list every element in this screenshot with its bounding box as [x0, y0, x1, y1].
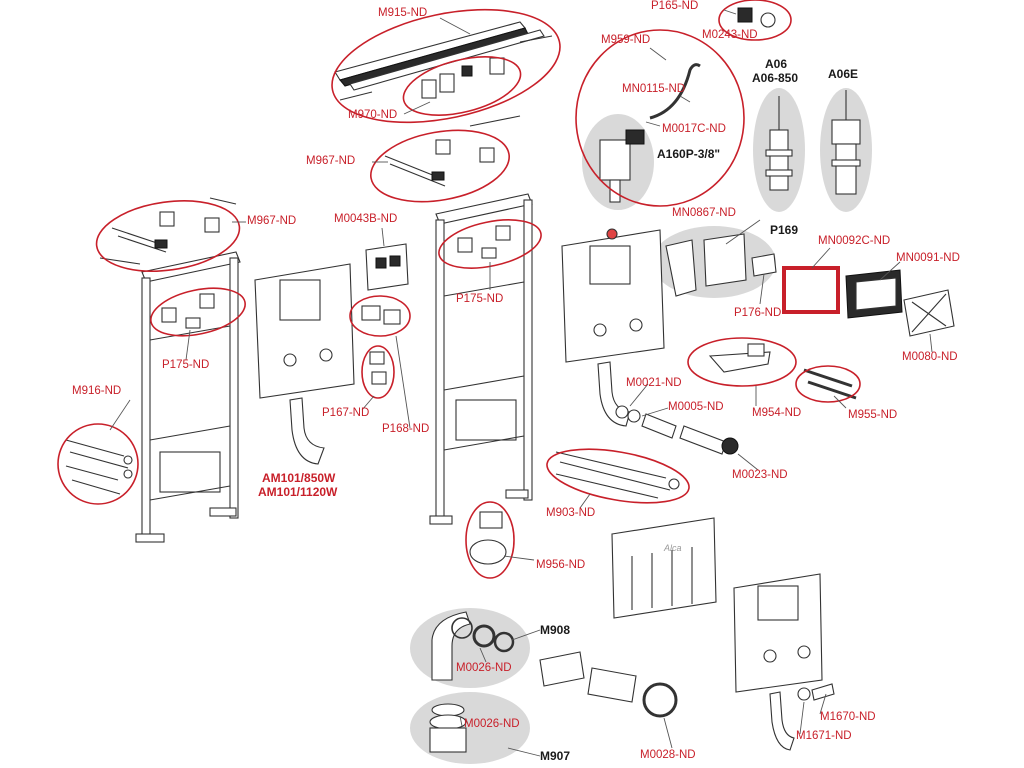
bottom-cistern: [733, 573, 835, 751]
ring-m955: [795, 365, 861, 403]
label-m916: M916-ND: [72, 385, 122, 397]
ring-m967-left: [95, 200, 241, 272]
label-m0023: M0023-ND: [732, 469, 788, 481]
label-mn0092c: MN0092C-ND: [818, 235, 891, 247]
left-cistern: [254, 263, 355, 465]
ring-m903: [546, 448, 690, 504]
label-p167: P167-ND: [322, 407, 370, 419]
right-cistern: [561, 228, 665, 427]
label-p169: P169: [770, 223, 799, 237]
cover-board: [611, 517, 717, 619]
ring-m967-top: [370, 129, 510, 203]
m908-elbow: [431, 611, 515, 681]
mn0092c-frame: [782, 266, 840, 314]
m967-top-parts: [384, 115, 521, 187]
label-p176: P176-ND: [734, 307, 782, 319]
p175-mid-parts: [457, 225, 511, 259]
left-frame: [135, 251, 241, 543]
m956-clamp: [469, 511, 507, 565]
m0080-gasket: [903, 289, 955, 337]
ring-m916: [57, 423, 139, 505]
label-m967-left: M967-ND: [247, 215, 297, 227]
label-m0026-bottom: M0026-ND: [464, 718, 520, 730]
label-m908: M908: [540, 623, 571, 637]
label-m1671: M1671-ND: [796, 730, 852, 742]
mn0091-box: [845, 269, 903, 319]
p167-parts: [369, 351, 387, 385]
a06-valve: [765, 96, 793, 191]
ring-p175-mid: [438, 219, 542, 269]
ring-m0243: [718, 0, 792, 41]
p165-part: [737, 7, 776, 28]
label-p165: P165-ND: [651, 0, 699, 12]
a06e-valve: [831, 90, 861, 195]
label-m0028: M0028-ND: [640, 749, 696, 761]
label-mn0091: MN0091-ND: [896, 252, 960, 264]
label-m0005: M0005-ND: [668, 401, 724, 413]
ring-p167: [361, 345, 395, 399]
label-m915: M915-ND: [378, 7, 428, 19]
m907-sleeve: [429, 703, 467, 753]
label-m907: M907: [540, 749, 571, 763]
label-m955: M955-ND: [848, 409, 898, 421]
p175-left-parts: [161, 293, 215, 329]
label-m0243: M0243-ND: [702, 29, 758, 41]
label-am101-1120: AM101/1120W: [258, 485, 338, 499]
label-mn0115: MN0115-ND: [622, 83, 686, 95]
m915-rails: [334, 21, 553, 91]
drain-pipes: [539, 651, 678, 718]
label-m970: M970-ND: [348, 109, 398, 121]
ring-m954: [687, 337, 797, 387]
p168-parts: [361, 305, 401, 325]
label-a06: A06: [765, 57, 788, 71]
label-m0021: M0021-ND: [626, 377, 682, 389]
m967-left-parts: [99, 197, 237, 265]
ring-m970: [402, 56, 522, 116]
label-a06e: A06E: [828, 67, 859, 81]
label-m956: M956-ND: [536, 559, 586, 571]
label-m1670: M1670-ND: [820, 711, 876, 723]
ring-m959: [575, 29, 745, 207]
ring-m915: [331, 8, 561, 124]
m916-bolts: [65, 439, 133, 495]
label-p175-mid: P175-ND: [456, 293, 504, 305]
mn0867-parts: [665, 233, 777, 297]
cover-brand: Alca: [664, 543, 682, 553]
m955-rods: [803, 368, 857, 400]
middle-frame: [429, 193, 533, 525]
ring-p168: [349, 295, 411, 337]
m903-bolts: [555, 451, 680, 499]
label-m0043b: M0043B-ND: [334, 213, 398, 225]
label-m903: M903-ND: [546, 507, 596, 519]
label-m0080: M0080-ND: [902, 351, 958, 363]
m970-parts: [339, 57, 505, 101]
label-p168: P168-ND: [382, 423, 430, 435]
m954-part: [708, 343, 771, 373]
label-am101-850: AM101/850W: [262, 471, 336, 485]
ring-p175-left: [150, 287, 246, 337]
ring-m956: [465, 501, 515, 579]
label-m954: M954-ND: [752, 407, 802, 419]
label-a06-850: A06-850: [752, 71, 799, 85]
a160p-valve: [599, 63, 701, 203]
flush-pipes: [615, 405, 739, 455]
leader-lines: [109, 9, 933, 757]
label-m0026-top: M0026-ND: [456, 662, 512, 674]
label-mn0867: MN0867-ND: [672, 207, 736, 219]
label-m0017c: M0017C-ND: [662, 123, 726, 135]
label-m967-top: M967-ND: [306, 155, 356, 167]
label-p175-left: P175-ND: [162, 359, 210, 371]
m0043b-plate: [365, 243, 409, 291]
label-a160p: A160P-3/8": [657, 147, 721, 161]
label-m959: M959-ND: [601, 34, 651, 46]
